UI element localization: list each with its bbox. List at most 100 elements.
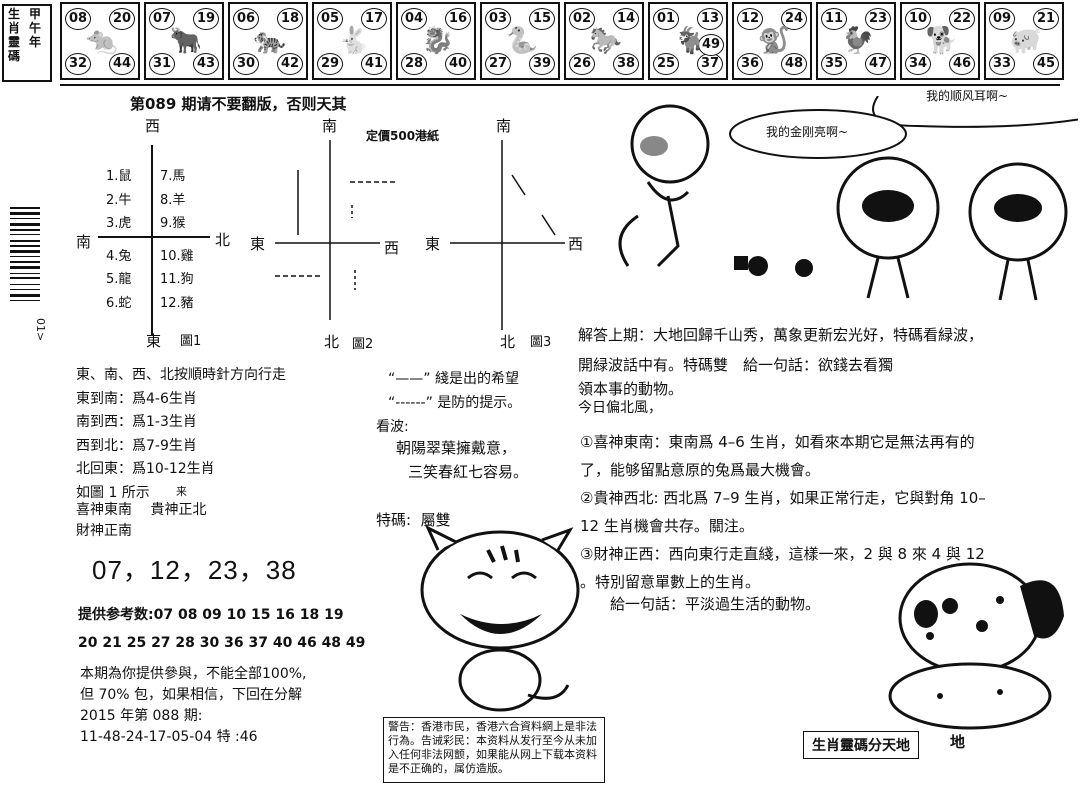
- fig1-west: 南: [76, 233, 92, 251]
- zodiac-number: 15: [529, 8, 555, 30]
- zodiac-number: 42: [277, 53, 303, 75]
- zodiac-number: 22: [949, 8, 975, 30]
- horse-icon: 🐎: [589, 26, 623, 56]
- barcode: [10, 205, 44, 345]
- dog-cartoon-icon: [888, 562, 1064, 730]
- fig3-left: 東: [425, 235, 441, 253]
- legend-solid: “——” 綫是出的希望: [388, 371, 519, 387]
- handwritten-mark: 来: [176, 485, 187, 498]
- fig1-caption: 圖1: [180, 334, 202, 349]
- reference-line-2: 20 21 25 27 28 30 36 37 40 46 48 49: [78, 635, 366, 651]
- dog-icon: 🐕: [925, 26, 959, 56]
- fig2-bottom: 北: [324, 333, 340, 351]
- zodiac-number: 26: [569, 53, 595, 75]
- kanbo-poem-1: 朝陽翠葉擁戴意，: [396, 439, 517, 457]
- fig3-top: 南: [496, 117, 512, 135]
- zodiac-number: 30: [233, 53, 259, 75]
- zodiac-number: 11: [821, 8, 847, 30]
- dragon-icon: 🐉: [421, 26, 455, 56]
- zodiac-number: 36: [737, 53, 763, 75]
- answer-final-hint: 給一句話：平淡過生活的動物。: [610, 595, 821, 613]
- zodiac-number: 05: [317, 8, 343, 30]
- zodiac-number: 08: [65, 8, 91, 30]
- footer-notes: 本期為你提供參與，不能全部100%, 但 70% 包，如果相信，下回在分解 20…: [80, 666, 307, 745]
- zodiac-number: 39: [529, 53, 555, 75]
- rat-icon: 🐀: [85, 26, 119, 56]
- legend-dashed: “------” 是防的提示。: [388, 395, 522, 411]
- fig1-south: 東: [146, 332, 162, 350]
- zodiac-number: 48: [781, 53, 807, 75]
- answer-explanations: ①喜神東南：東南爲 4–6 生肖，如看來本期它是無法再有的 了，能够留點意原的兔…: [580, 433, 986, 591]
- speech-bubble-1: 我的顺风耳啊~: [926, 89, 1009, 103]
- zodiac-number: 13: [697, 8, 723, 30]
- fig3-right: 西: [568, 235, 584, 253]
- fig3-bottom: 北: [500, 333, 516, 351]
- legal-notice: 警告：香港市民，香港六合資料網上是非法行為。告诫彩民：本资料从发行至今从未加入任…: [383, 717, 605, 783]
- zodiac-number: 37: [697, 53, 723, 75]
- zodiac-number: 20: [109, 8, 135, 30]
- fig1-north: 西: [145, 117, 161, 135]
- brand-box: 生肖靈碼分天地: [803, 731, 919, 759]
- zodiac-number: 29: [317, 53, 343, 75]
- figure-1-cross: [98, 145, 210, 335]
- zodiac-cell: 05 17 29 41🐇: [312, 2, 392, 80]
- zodiac-number: 43: [193, 53, 219, 75]
- main-numbers: 07，12，23，38: [92, 555, 297, 585]
- fig2-top: 南: [322, 117, 338, 135]
- fig2-caption: 圖2: [352, 337, 374, 352]
- zodiac-number: 06: [233, 8, 259, 30]
- zodiac-number: 27: [485, 53, 511, 75]
- figure-3-lines: [450, 140, 565, 330]
- rabbit-icon: 🐇: [337, 26, 371, 56]
- ox-icon: 🐂: [169, 26, 203, 56]
- zodiac-number: 18: [277, 8, 303, 30]
- figure-2-lines: [275, 140, 398, 320]
- snake-icon: 🐍: [505, 26, 539, 56]
- zodiac-number: 45: [1033, 53, 1059, 75]
- zodiac-number: 35: [821, 53, 847, 75]
- zodiac-number: 04: [401, 8, 427, 30]
- zodiac-number: 17: [361, 8, 387, 30]
- zodiac-number: 28: [401, 53, 427, 75]
- zodiac-number: 25: [653, 53, 679, 75]
- cartoon-characters-icon: [618, 96, 1078, 301]
- zodiac-number: 10: [905, 8, 931, 30]
- reference-line-1: 提供参考数:07 08 09 10 15 16 18 19: [78, 607, 344, 623]
- zodiac-number: 40: [445, 53, 471, 75]
- brand-tail: 地: [950, 733, 966, 751]
- gods-directions: 喜神東南 貴神正北 財神正南: [76, 502, 207, 539]
- zodiac-number: 44: [109, 53, 135, 75]
- strip-divider: [60, 84, 1060, 86]
- tiger-cartoon-icon: [420, 524, 580, 712]
- zodiac-number: 41: [361, 53, 387, 75]
- strip-corner-title: 生 肖 靈 碼 甲 午 年: [2, 4, 52, 82]
- zodiac-number: 01: [653, 8, 679, 30]
- direction-rules: 東、南、西、北按順時針方向行走 東到南：爲4-6生肖 南到西：爲1-3生肖 西到…: [76, 367, 286, 501]
- zodiac-number: 02: [569, 8, 595, 30]
- zodiac-number: 19: [193, 8, 219, 30]
- zodiac-number: 47: [865, 53, 891, 75]
- zodiac-number: 34: [905, 53, 931, 75]
- zodiac-number: 16: [445, 8, 471, 30]
- fig2-right: 西: [384, 239, 400, 257]
- rooster-icon: 🐓: [841, 26, 875, 56]
- zodiac-number: 49: [698, 34, 724, 56]
- zodiac-number: 33: [989, 53, 1015, 75]
- answer-previous-end: 領本事的動物。: [578, 380, 684, 398]
- tema-line: 特碼: 屬雙: [376, 511, 451, 529]
- answer-previous: 解答上期：大地回歸千山秀，萬象更新宏光好，特碼看緑波， 開緑波話中有。特碼雙 給…: [578, 326, 984, 374]
- kanbo-label: 看波:: [376, 419, 409, 435]
- zodiac-number: 07: [149, 8, 175, 30]
